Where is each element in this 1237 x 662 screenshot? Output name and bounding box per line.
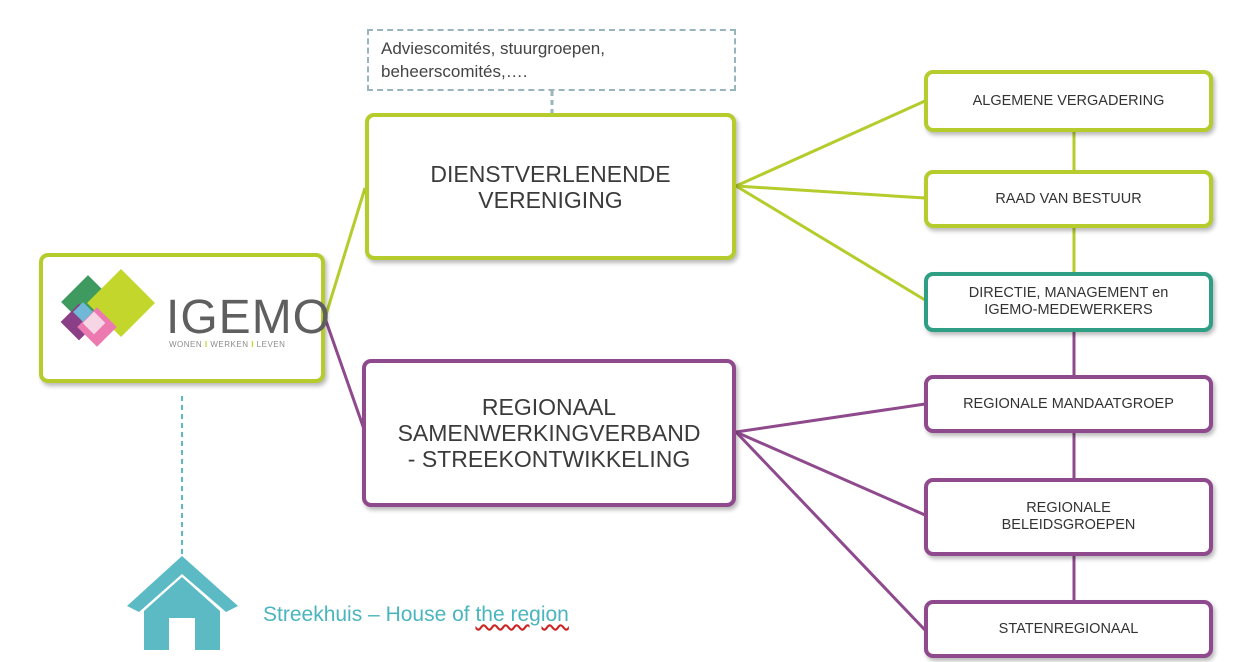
branch-top-line-2: VERENIGING: [478, 186, 623, 213]
house-icon: [127, 556, 238, 650]
node-beleid-line-1: REGIONALE: [1026, 500, 1111, 516]
igemo-logo-box: [39, 253, 325, 383]
branch-dienstverlenende-vereniging: DIENSTVERLENENDE VERENIGING: [365, 113, 736, 260]
node-mandaat-label: REGIONALE MANDAATGROEP: [963, 395, 1174, 412]
logo-to-top-connector: [323, 187, 367, 319]
bottom-to-staten-connector: [734, 430, 927, 632]
streekhuis-underlined: the region: [475, 603, 569, 626]
node-beleid-line-2: BELEIDSGROEPEN: [1001, 517, 1136, 533]
node-directie-line-1: DIRECTIE, MANAGEMENT en: [968, 285, 1169, 301]
node-directie-line-2: IGEMO-MEDEWERKERS: [984, 302, 1153, 318]
node-algemene-label: ALGEMENE VERGADERING: [972, 92, 1165, 109]
node-regionale-beleidsgroepen: REGIONALE BELEIDSGROEPEN: [924, 478, 1213, 556]
streekhuis-label: Streekhuis – House of the region: [263, 603, 569, 627]
advisory-note-line-1: Adviescomités, stuurgroepen,: [381, 39, 605, 58]
logo-tagline: WONEN I WERKEN I LEVEN: [169, 340, 286, 349]
bottom-to-mandaat-connector: [735, 402, 926, 434]
top-to-directie-connector: [735, 184, 926, 302]
bottom-to-beleid-connector: [735, 430, 926, 517]
advisory-note-line-2: beheerscomités,….: [381, 62, 528, 81]
node-directie-management: DIRECTIE, MANAGEMENT en IGEMO-MEDEWERKER…: [924, 272, 1213, 332]
branch-regionaal-samenwerkingverband: REGIONAAL SAMENWERKINGVERBAND - STREEKON…: [362, 359, 736, 507]
logo-to-bottom-connector: [323, 317, 367, 433]
top-to-algemene-connector: [735, 99, 926, 188]
logo-tagline-werken: WERKEN: [210, 340, 249, 349]
top-to-raad-connector: [735, 184, 926, 200]
branch-top-line-1: DIENSTVERLENENDE: [430, 160, 671, 187]
branch-bottom-line-1: REGIONAAL: [481, 394, 617, 420]
branch-bottom-line-2: SAMENWERKINGVERBAND: [397, 420, 701, 446]
node-staten-label: STATENREGIONAAL: [998, 620, 1139, 637]
advisory-note: Adviescomités, stuurgroepen, beheerscomi…: [367, 29, 736, 91]
igemo-logo-icon: [60, 269, 155, 347]
node-raad-label: RAAD VAN BESTUUR: [995, 190, 1142, 207]
branch-bottom-line-3: - STREEKONTWIKKELING: [407, 446, 691, 472]
node-raad-van-bestuur: RAAD VAN BESTUUR: [924, 170, 1213, 228]
logo-wordmark: IGEMO: [166, 291, 332, 344]
logo-tagline-wonen: WONEN: [169, 340, 203, 349]
logo-tagline-leven: LEVEN: [256, 340, 286, 349]
node-algemene-vergadering: ALGEMENE VERGADERING: [924, 70, 1213, 132]
node-regionale-mandaatgroep: REGIONALE MANDAATGROEP: [924, 375, 1213, 433]
streekhuis-prefix: Streekhuis – House of: [263, 603, 476, 626]
node-statenregionaal: STATENREGIONAAL: [924, 600, 1213, 658]
